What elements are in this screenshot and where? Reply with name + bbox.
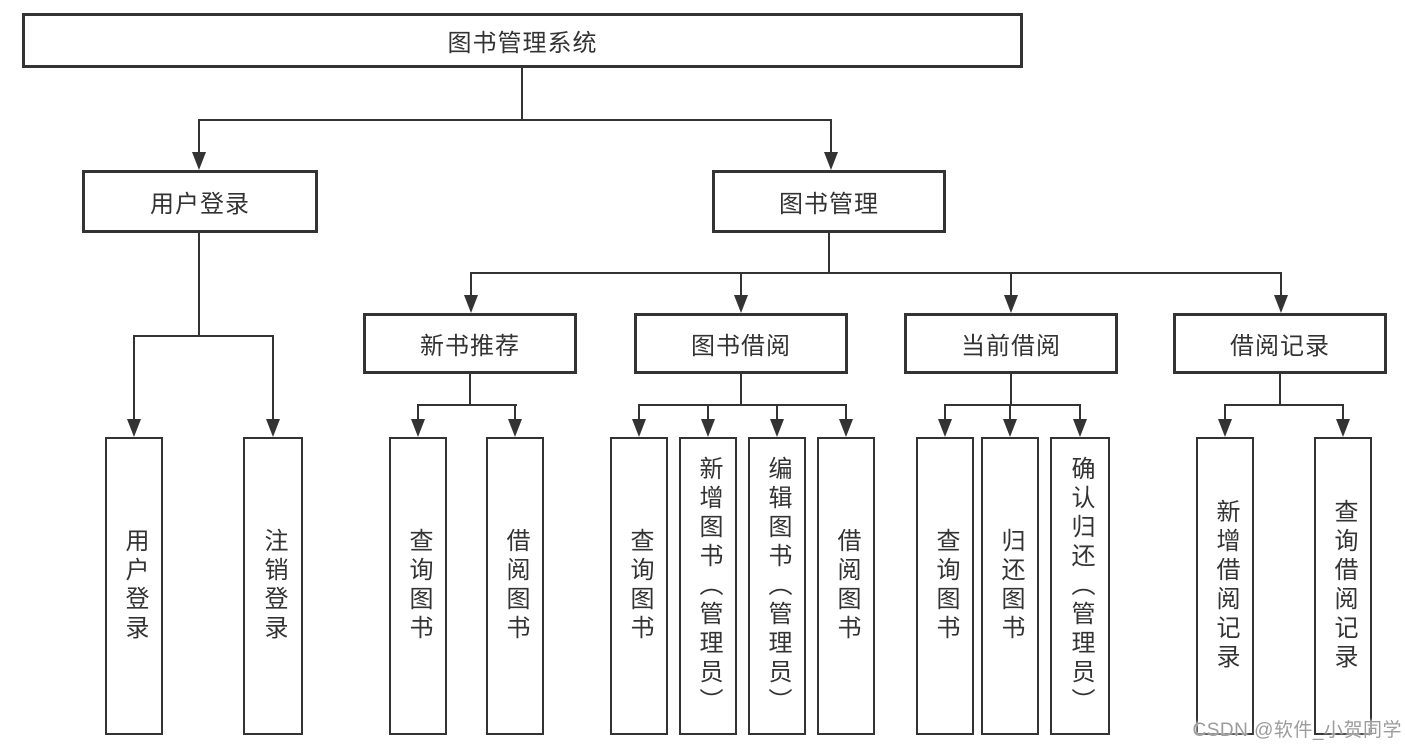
connector-leaf-drop <box>133 335 135 421</box>
leaf-edit-book-admin: 编辑图书（管理员） <box>748 437 806 735</box>
node-book-borrow: 图书借阅 <box>634 313 848 374</box>
node-new-book-recommend: 新书推荐 <box>363 313 577 374</box>
leaf-query-borrow-record-label: 查询借阅记录 <box>1330 499 1357 673</box>
connector-level2-drop <box>1280 272 1282 297</box>
connector-leaf-drop <box>707 404 709 421</box>
node-user-login-label: 用户登录 <box>150 191 250 218</box>
leaf-borrow-book-recommend-label: 借阅图书 <box>502 528 529 644</box>
leaf-borrow-book-recommend: 借阅图书 <box>486 437 544 735</box>
arrowhead-icon <box>411 419 425 437</box>
node-borrow-record: 借阅记录 <box>1173 313 1387 374</box>
arrowhead-icon <box>127 419 141 437</box>
node-root-label: 图书管理系统 <box>447 30 598 57</box>
node-current-borrow: 当前借阅 <box>904 313 1118 374</box>
csdn-watermark: CSDN @软件_小贺同学 <box>1192 720 1402 741</box>
arrowhead-icon <box>1004 295 1018 313</box>
connector-leaf-drop <box>1342 404 1344 421</box>
leaf-query-book-borrow: 查询图书 <box>610 437 668 735</box>
node-book-borrow-label: 图书借阅 <box>691 333 791 360</box>
leaf-add-borrow-record: 新增借阅记录 <box>1196 437 1254 735</box>
connector-level2-branch <box>470 272 1282 274</box>
connector-leaf-drop <box>776 404 778 421</box>
connector-userlogin-stem <box>198 233 200 336</box>
connector-bookmgmt-stem <box>828 233 830 273</box>
connector-borrowrecord-branch <box>1224 404 1344 406</box>
connector-leaf-drop <box>638 404 640 421</box>
connector-borrowrecord-stem <box>1279 374 1281 405</box>
node-root: 图书管理系统 <box>22 13 1023 68</box>
leaf-return-book-label: 归还图书 <box>997 528 1024 644</box>
leaf-user-login-label: 用户登录 <box>121 528 148 644</box>
arrowhead-icon <box>632 419 646 437</box>
leaf-query-book-recommend: 查询图书 <box>389 437 447 735</box>
connector-level2-drop <box>470 272 472 297</box>
connector-leaf-drop <box>514 404 516 421</box>
connector-leaf-drop <box>1009 404 1011 421</box>
connector-level2-drop <box>1010 272 1012 297</box>
connector-leaf-drop <box>417 404 419 421</box>
connector-level1-branch <box>198 119 832 121</box>
connector-leaf-drop <box>845 404 847 421</box>
leaf-confirm-return-admin: 确认归还（管理员） <box>1050 437 1110 735</box>
connector-leaf-drop <box>944 404 946 421</box>
node-new-book-recommend-label: 新书推荐 <box>420 333 520 360</box>
leaf-confirm-return-admin-label: 确认归还（管理员） <box>1067 455 1094 717</box>
leaf-add-borrow-record-label: 新增借阅记录 <box>1212 499 1239 673</box>
connector-newbook-branch <box>417 404 517 406</box>
arrowhead-icon <box>734 295 748 313</box>
arrowhead-icon <box>839 419 853 437</box>
leaf-logout-label: 注销登录 <box>260 528 287 644</box>
leaf-query-book-current-label: 查询图书 <box>932 528 959 644</box>
arrowhead-icon <box>938 419 952 437</box>
arrowhead-icon <box>508 419 522 437</box>
leaf-return-book: 归还图书 <box>981 437 1039 735</box>
connector-currentborrow-stem <box>1010 374 1012 405</box>
connector-bookmgmt-drop <box>830 119 832 155</box>
arrowhead-icon <box>1218 419 1232 437</box>
leaf-borrow-book: 借阅图书 <box>817 437 875 735</box>
leaf-logout: 注销登录 <box>243 437 303 735</box>
arrowhead-icon <box>701 419 715 437</box>
connector-root-stem <box>521 68 523 121</box>
arrowhead-icon <box>1336 419 1350 437</box>
connector-leaf-drop <box>1224 404 1226 421</box>
arrowhead-icon <box>1274 295 1288 313</box>
arrowhead-icon <box>824 152 838 170</box>
connector-currentborrow-branch <box>944 404 1081 406</box>
leaf-add-book-admin-label: 新增图书（管理员） <box>695 455 722 717</box>
arrowhead-icon <box>1003 419 1017 437</box>
arrowhead-icon <box>464 295 478 313</box>
leaf-query-book-current: 查询图书 <box>916 437 974 735</box>
connector-userlogin-branch <box>133 335 274 337</box>
arrowhead-icon <box>192 152 206 170</box>
leaf-query-book-borrow-label: 查询图书 <box>626 528 653 644</box>
connector-newbook-stem <box>469 374 471 405</box>
connector-userlogin-drop <box>198 119 200 155</box>
connector-bookborrow-branch <box>638 404 847 406</box>
node-user-login: 用户登录 <box>82 170 318 233</box>
node-current-borrow-label: 当前借阅 <box>961 333 1061 360</box>
connector-level2-drop <box>740 272 742 297</box>
arrowhead-icon <box>1073 419 1087 437</box>
node-book-management-label: 图书管理 <box>779 191 879 218</box>
connector-leaf-drop <box>272 335 274 421</box>
connector-bookborrow-stem <box>740 374 742 405</box>
node-borrow-record-label: 借阅记录 <box>1230 333 1330 360</box>
leaf-borrow-book-label: 借阅图书 <box>833 528 860 644</box>
leaf-user-login: 用户登录 <box>105 437 163 735</box>
leaf-query-borrow-record: 查询借阅记录 <box>1314 437 1372 735</box>
leaf-query-book-recommend-label: 查询图书 <box>405 528 432 644</box>
leaf-edit-book-admin-label: 编辑图书（管理员） <box>764 455 791 717</box>
leaf-add-book-admin: 新增图书（管理员） <box>679 437 737 735</box>
node-book-management: 图书管理 <box>712 170 946 233</box>
arrowhead-icon <box>770 419 784 437</box>
connector-leaf-drop <box>1079 404 1081 421</box>
arrowhead-icon <box>266 419 280 437</box>
